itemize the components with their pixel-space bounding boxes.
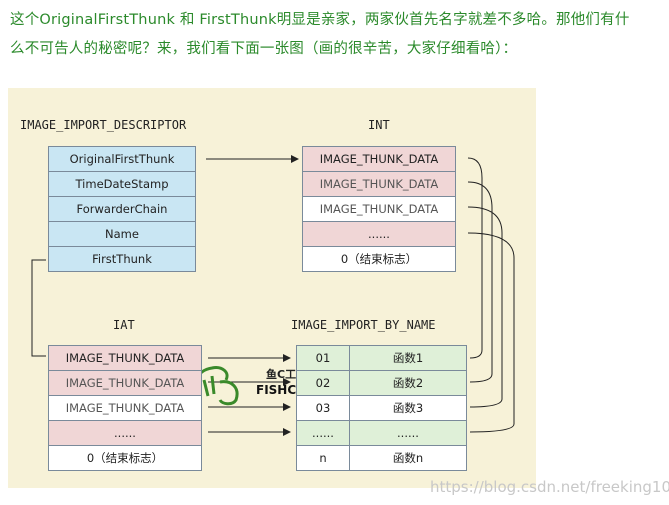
import-table-diagram: IMAGE_IMPORT_DESCRIPTOR INT OriginalFirs… <box>8 88 536 488</box>
by-name-title: IMAGE_IMPORT_BY_NAME <box>291 318 436 332</box>
iat-row: IMAGE_THUNK_DATA <box>48 345 202 371</box>
descriptor-field: FirstThunk <box>48 246 196 272</box>
curve-int-4 <box>467 232 515 433</box>
int-row: IMAGE_THUNK_DATA <box>302 146 456 172</box>
intro-line-1: 这个OriginalFirstThunk 和 FirstThunk明显是亲家，两… <box>10 12 630 28</box>
watermark: https://blog.csdn.net/freeking101 <box>430 478 669 496</box>
descriptor-field: OriginalFirstThunk <box>48 146 196 172</box>
hint-cell: 03 <box>296 395 350 421</box>
curve-int-2 <box>467 181 493 383</box>
int-row: 0（结束标志） <box>302 246 456 272</box>
curve-int-3 <box>467 206 503 408</box>
iat-row: IMAGE_THUNK_DATA <box>48 395 202 421</box>
iat-row: IMAGE_THUNK_DATA <box>48 370 202 396</box>
connector-firstthunk-to-iat <box>31 259 46 357</box>
iat-row: 0（结束标志） <box>48 445 202 471</box>
descriptor-field: ForwarderChain <box>48 196 196 222</box>
iat-row: ...... <box>48 420 202 446</box>
name-cell: 函数3 <box>349 395 467 421</box>
name-cell: ...... <box>349 420 467 446</box>
descriptor-field: TimeDateStamp <box>48 171 196 197</box>
hint-cell: ...... <box>296 420 350 446</box>
curve-int-1 <box>467 157 483 359</box>
intro-line-2: 么不可告人的秘密呢？来，我们看下面一张图（画的很辛苦，大家仔细看哈）： <box>10 41 518 57</box>
name-cell: 函数2 <box>349 370 467 396</box>
connector-lines <box>31 155 515 436</box>
int-row: IMAGE_THUNK_DATA <box>302 171 456 197</box>
hint-cell: 01 <box>296 345 350 371</box>
name-cell: 函数1 <box>349 345 467 371</box>
descriptor-field: Name <box>48 221 196 247</box>
hint-cell: n <box>296 445 350 471</box>
int-row: ...... <box>302 221 456 247</box>
iat-title: IAT <box>113 318 135 332</box>
descriptor-title: IMAGE_IMPORT_DESCRIPTOR <box>20 118 187 132</box>
hint-cell: 02 <box>296 370 350 396</box>
name-cell: 函数n <box>349 445 467 471</box>
int-row: IMAGE_THUNK_DATA <box>302 196 456 222</box>
intro-text: 这个OriginalFirstThunk 和 FirstThunk明显是亲家，两… <box>10 6 665 64</box>
int-title: INT <box>368 118 390 132</box>
